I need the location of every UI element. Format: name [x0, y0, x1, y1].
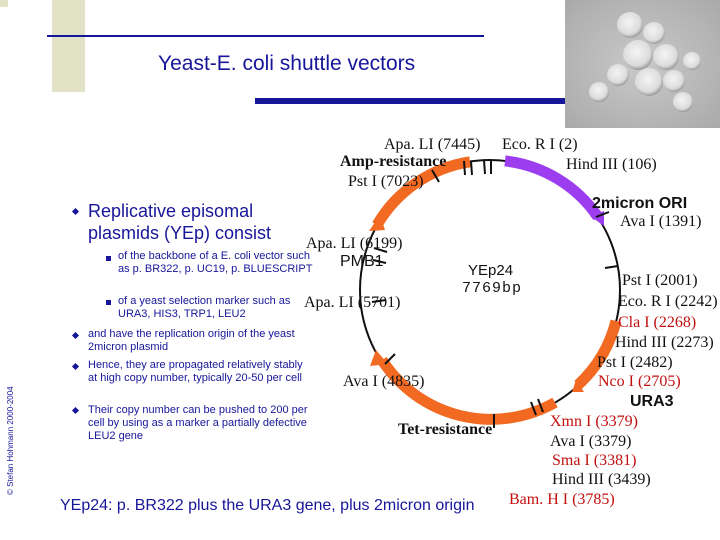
site-marker	[595, 211, 610, 218]
feature-2micron-ori: 2micron ORI	[592, 195, 688, 212]
amp-resistance-arrowhead	[369, 215, 385, 231]
site-psti-2001: Pst I (2001)	[622, 272, 698, 289]
site-avai-3379: Ava I (3379)	[550, 433, 632, 450]
site-marker	[470, 160, 473, 176]
site-hindiii-106: Hind III (106)	[566, 156, 657, 173]
site-marker	[384, 353, 396, 365]
feature-pmb1: PMB1	[340, 253, 384, 270]
site-marker	[537, 398, 544, 413]
main-bullet-text: Replicative episomal plasmids (YEp) cons…	[88, 201, 272, 243]
site-marker	[371, 299, 387, 303]
site-psti-7023: Pst I (7023)	[348, 173, 424, 190]
slide-caption: YEp24: p. BR322 plus the URA3 gene, plus…	[60, 497, 475, 514]
site-marker	[431, 169, 440, 183]
site-apali-5701: Apa. LI (5701)	[304, 294, 401, 311]
site-ecori-2242: Eco. R I (2242)	[618, 293, 718, 310]
site-marker	[463, 160, 466, 176]
decorative-line	[47, 35, 484, 37]
tet-resistance-arrow	[377, 357, 558, 425]
site-clai-2268: Cla I (2268)	[618, 314, 697, 331]
point-text: Hence, they are propagated relatively st…	[88, 359, 303, 384]
point-text: Their copy number can be pushed to 200 p…	[88, 404, 308, 442]
site-marker	[372, 259, 387, 264]
site-apali-6199: Apa. LI (6199)	[306, 235, 403, 252]
decorative-line	[255, 98, 720, 104]
point-text: and have the replication origin of the y…	[88, 328, 295, 353]
tet-resistance-arrowhead	[370, 350, 388, 366]
plasmid-name: YEp24	[468, 262, 514, 279]
feature-tet-resistance: Tet-resistance	[398, 421, 493, 438]
sub-bullet-text: of the backbone of a E. coli vector such…	[118, 250, 313, 275]
site-hindiii-2273: Hind III (2273)	[615, 334, 714, 351]
yeast-micrograph-image	[565, 0, 720, 128]
feature-amp-resistance: Amp-resistance	[340, 153, 447, 170]
site-apali-7445: Apa. LI (7445)	[384, 136, 481, 153]
site-hindiii-3439: Hind III (3439)	[552, 471, 651, 488]
two-micron-ori-arrow	[504, 155, 603, 221]
site-marker	[530, 401, 537, 416]
site-bamhi-3785: Bam. H I (3785)	[509, 491, 615, 508]
square-bullet-icon	[106, 256, 111, 261]
sub-bullet-text: of a yeast selection marker such as URA3…	[118, 295, 291, 320]
slide-title: Yeast-E. coli shuttle vectors	[158, 52, 416, 75]
site-psti-2482: Pst I (2482)	[597, 354, 673, 371]
square-bullet-icon	[106, 300, 111, 305]
site-ncoi-2705: Nco I (2705)	[598, 373, 681, 390]
site-avai-1391: Ava I (1391)	[620, 213, 702, 230]
feature-ura3: URA3	[630, 393, 674, 410]
decorative-square	[0, 0, 8, 7]
plasmid-size: 7769bp	[462, 280, 523, 297]
site-xmni-3379: Xmn I (3379)	[550, 413, 638, 430]
site-ecori-2: Eco. R I (2)	[502, 136, 578, 153]
ura3-arrow	[574, 319, 622, 390]
amp-resistance-arrow	[372, 156, 471, 228]
site-marker	[373, 247, 388, 253]
site-marker	[483, 159, 486, 175]
ura3-arrowhead	[572, 380, 584, 392]
site-marker	[604, 265, 619, 269]
decorative-square	[52, 0, 85, 92]
site-avai-4835: Ava I (4835)	[343, 373, 425, 390]
site-smai-3381: Sma I (3381)	[552, 452, 637, 469]
